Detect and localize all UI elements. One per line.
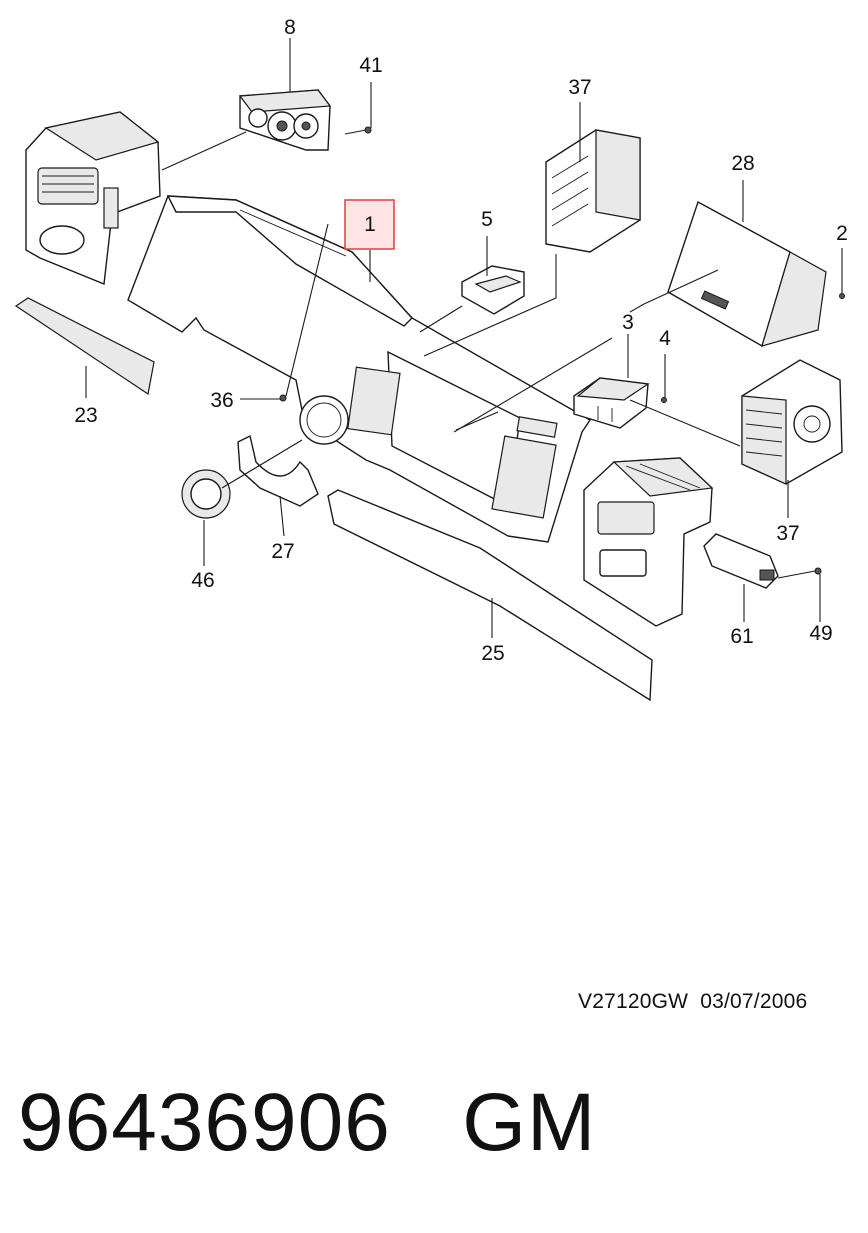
callout-4: 4 (659, 327, 671, 350)
callout-37-lower: 37 (776, 522, 799, 545)
part-2-screw (839, 293, 845, 299)
callout-5: 5 (481, 208, 493, 231)
highlight-box (344, 199, 395, 250)
part-5-switch (461, 265, 525, 315)
part-37-upper-vent (545, 129, 641, 253)
part-4-screw (661, 397, 667, 403)
part-23-trim-strip (14, 297, 155, 396)
parts-exploded-diagram: 8 41 37 28 2 1 5 3 4 36 23 37 27 46 25 6… (14, 16, 848, 702)
part-27-column-cover (237, 434, 319, 507)
callout-46: 46 (191, 569, 214, 592)
callout-41: 41 (359, 54, 382, 77)
part-36-screw (279, 394, 287, 402)
part-number-line: 96436906 GM (18, 1082, 596, 1164)
part-28-glove-box (667, 200, 827, 348)
brand-label: GM (462, 1077, 597, 1168)
callout-49: 49 (809, 622, 832, 645)
part-number: 96436906 (18, 1077, 391, 1168)
part-37-lower-vent (741, 359, 843, 485)
left-vent-housing (25, 111, 161, 285)
callout-labels: 8 41 37 28 2 1 5 3 4 36 23 37 27 46 25 6… (74, 16, 848, 665)
part-49-screw (814, 567, 822, 575)
part-61-switch (703, 533, 779, 589)
callout-8: 8 (284, 16, 296, 39)
part-1-instrument-panel (127, 195, 591, 543)
callout-27: 27 (271, 540, 294, 563)
part-41-screw (344, 126, 372, 135)
part-46-ring (181, 469, 231, 519)
callout-25: 25 (481, 642, 504, 665)
right-vent-housing (583, 457, 714, 627)
callout-28: 28 (731, 152, 754, 175)
drawing-code: V27120GW 03/07/2006 (578, 990, 808, 1013)
leader-lines (85, 38, 843, 638)
part-3-switch-module (573, 377, 650, 429)
callout-1: 1 (364, 213, 376, 236)
callout-3: 3 (622, 311, 634, 334)
callout-37-upper: 37 (568, 76, 591, 99)
callout-36: 36 (210, 389, 233, 412)
callout-2: 2 (836, 222, 848, 245)
callout-61: 61 (730, 625, 753, 648)
callout-23: 23 (74, 404, 97, 427)
part-25-lower-trim (327, 489, 653, 702)
part-8-control-panel (238, 89, 332, 151)
